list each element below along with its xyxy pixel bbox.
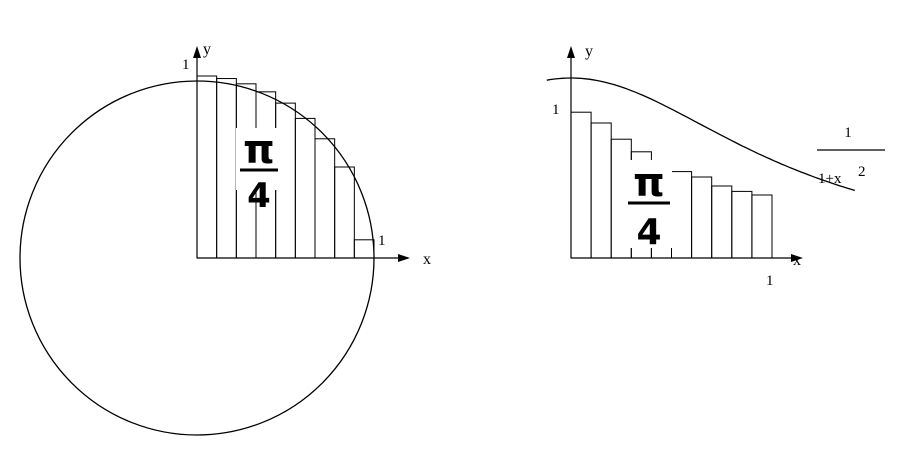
left-figure: y x 1 1 π 4 bbox=[19, 41, 431, 436]
right-figure: y x 1 1 π 4 1 1+x 2 bbox=[546, 43, 885, 289]
left-rectangle bbox=[196, 75, 218, 259]
left-x-label: x bbox=[423, 251, 431, 268]
left-rectangle bbox=[294, 117, 316, 259]
right-x-arrow-icon bbox=[791, 254, 803, 262]
right-rectangle bbox=[711, 185, 733, 259]
right-rectangle bbox=[751, 194, 773, 259]
right-rectangle bbox=[590, 122, 612, 259]
function-label-exponent: 2 bbox=[858, 164, 866, 180]
right-x-label: x bbox=[793, 252, 801, 269]
right-rectangle bbox=[671, 171, 693, 259]
left-rectangle bbox=[353, 239, 375, 259]
left-y-label: y bbox=[203, 41, 211, 58]
left-x-arrow-icon bbox=[398, 254, 410, 262]
function-curve bbox=[546, 77, 855, 192]
right-y-tick-label: 1 bbox=[552, 102, 560, 118]
left-fraction-numerator: π bbox=[243, 127, 275, 173]
right-fraction-denominator: 4 bbox=[636, 212, 661, 253]
left-y-tick-label: 1 bbox=[182, 57, 190, 73]
function-label: 1 1+x 2 bbox=[817, 125, 885, 187]
left-rectangle bbox=[334, 166, 355, 259]
right-rectangle bbox=[691, 176, 713, 259]
left-rectangle bbox=[314, 138, 336, 259]
right-rectangle bbox=[570, 111, 592, 259]
left-y-arrow-icon bbox=[193, 46, 201, 58]
left-fraction-backdrop bbox=[236, 128, 282, 190]
right-y-label: y bbox=[585, 43, 593, 60]
function-label-denominator: 1+x bbox=[818, 171, 842, 187]
left-fraction-denominator: 4 bbox=[247, 176, 271, 216]
left-rectangles bbox=[196, 75, 375, 259]
right-rectangle bbox=[731, 190, 753, 259]
right-x-tick-label: 1 bbox=[766, 273, 774, 289]
function-label-numerator: 1 bbox=[844, 125, 852, 141]
right-fraction-numerator: π bbox=[633, 160, 665, 206]
left-rectangle bbox=[216, 78, 237, 259]
left-x-tick-label: 1 bbox=[378, 233, 386, 249]
right-y-arrow-icon bbox=[567, 46, 575, 58]
